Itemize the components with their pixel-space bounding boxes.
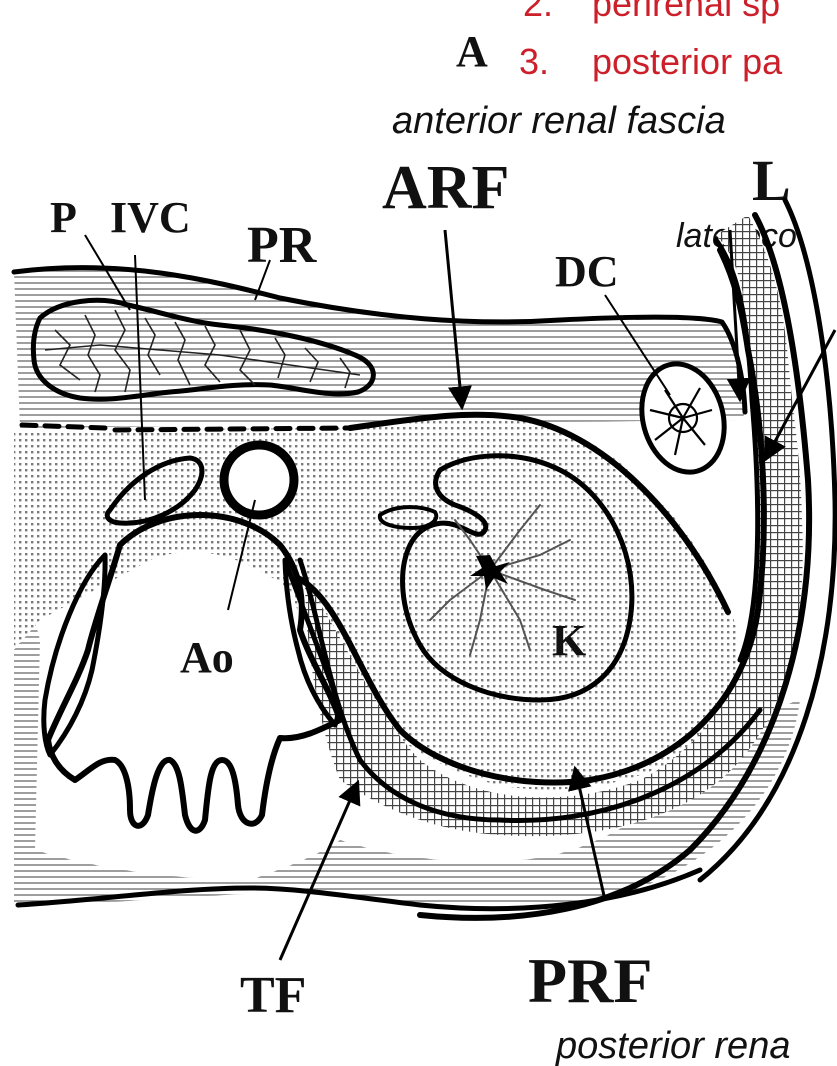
- label-IVC: IVC: [110, 193, 191, 242]
- panel-letter: A: [456, 27, 488, 76]
- caption-posterior-renal: posterior rena: [555, 1025, 790, 1066]
- label-PR: PR: [247, 217, 318, 274]
- label-P: P: [50, 193, 77, 242]
- aorta-ring: [224, 445, 294, 515]
- legend-item-2-text: perirenal sp: [592, 0, 780, 24]
- label-ARF: ARF: [382, 154, 509, 222]
- legend-item-3-number: 3.: [519, 41, 549, 82]
- anterior-pararenal-space: [14, 269, 745, 428]
- legend: 2. perirenal sp A 3. posterior pa: [456, 0, 783, 82]
- label-PRF: PRF: [528, 945, 652, 1016]
- legend-item-3-text: posterior pa: [592, 41, 783, 82]
- label-Ao: Ao: [180, 633, 234, 682]
- label-DC: DC: [555, 247, 619, 296]
- label-TF: TF: [240, 967, 306, 1024]
- caption-anterior-renal-fascia: anterior renal fascia: [392, 100, 726, 142]
- label-K: K: [552, 616, 586, 665]
- legend-item-2-number: 2.: [523, 0, 553, 24]
